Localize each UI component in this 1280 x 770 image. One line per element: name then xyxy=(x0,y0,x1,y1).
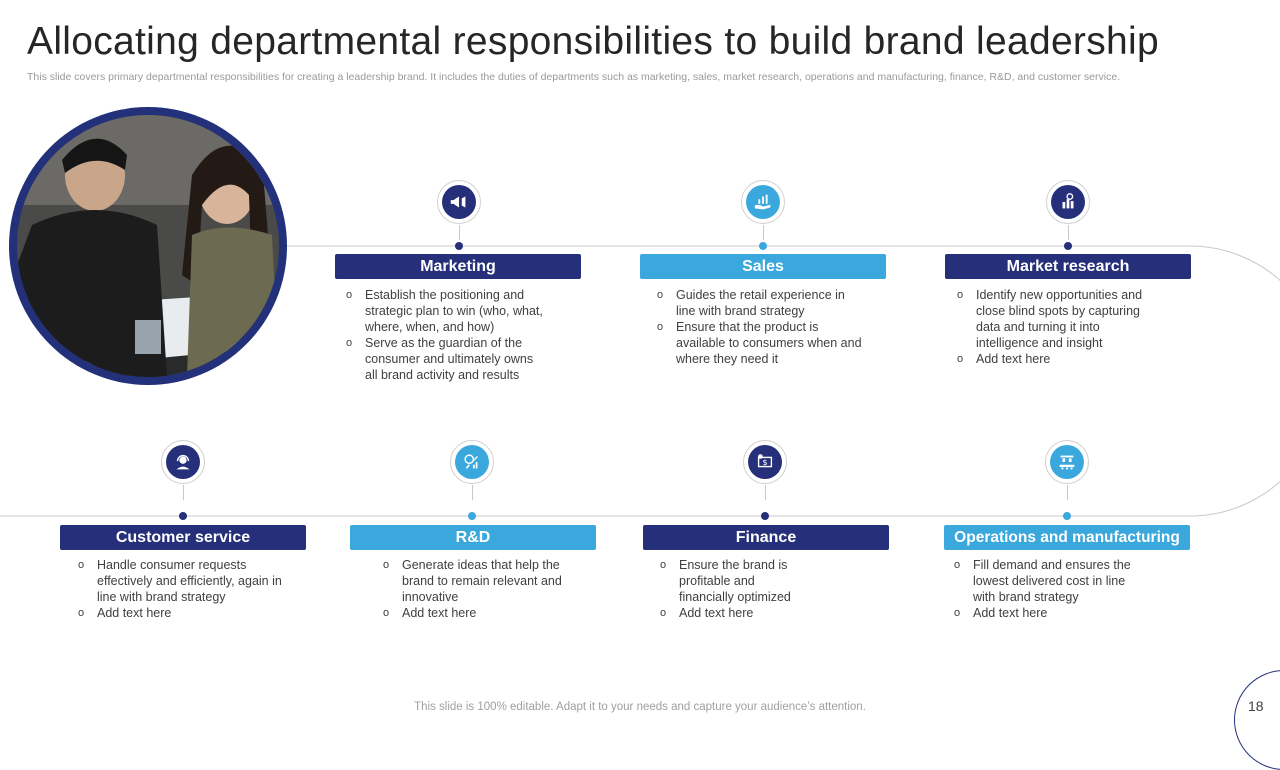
operations-bullets: Fill demand and ensures the lowest deliv… xyxy=(954,557,1149,621)
headset-agent-icon xyxy=(176,454,190,470)
bullet-item: Handle consumer requests effectively and… xyxy=(78,557,283,605)
customer-service-dot xyxy=(179,512,187,520)
marketing-icon-badge xyxy=(437,180,481,224)
bullet-item: Identify new opportunities and close bli… xyxy=(957,287,1162,351)
customer-service-header: Customer service xyxy=(60,525,306,550)
market-research-bullets: Identify new opportunities and close bli… xyxy=(957,287,1162,367)
bullet-item: Generate ideas that help the brand to re… xyxy=(383,557,573,605)
marketing-dot xyxy=(455,242,463,250)
operations-header: Operations and manufacturing xyxy=(944,525,1190,550)
bullet-item: Add text here xyxy=(954,605,1149,621)
footer-note: This slide is 100% editable. Adapt it to… xyxy=(414,701,866,713)
bullet-item: Ensure the brand is profitable and finan… xyxy=(660,557,810,605)
timeline-connector xyxy=(0,245,1280,517)
finance-bullets: Ensure the brand is profitable and finan… xyxy=(660,557,810,621)
finance-header: Finance xyxy=(643,525,889,550)
page-number: 18 xyxy=(1248,698,1264,714)
bullet-item: Serve as the guardian of the consumer an… xyxy=(346,335,546,383)
bullet-item: Add text here xyxy=(660,605,810,621)
svg-text:$: $ xyxy=(762,457,767,467)
bullet-item: Add text here xyxy=(957,351,1162,367)
rnd-header: R&D xyxy=(350,525,596,550)
slide-subtitle: This slide covers primary departmental r… xyxy=(27,71,1121,83)
operations-stem xyxy=(1067,485,1068,500)
customer-service-stem xyxy=(183,485,184,500)
sales-icon-badge xyxy=(741,180,785,224)
rnd-stem xyxy=(472,485,473,500)
bullet-item: Guides the retail experience in line wit… xyxy=(657,287,862,319)
factory-conveyor-icon xyxy=(1059,455,1075,470)
sales-growth-icon xyxy=(754,194,771,210)
sales-stem xyxy=(763,225,764,240)
operations-icon-badge xyxy=(1045,440,1089,484)
market-research-header: Market research xyxy=(945,254,1191,279)
bullet-item: Add text here xyxy=(383,605,573,621)
magnifier-growth-icon xyxy=(464,454,478,469)
market-research-icon-badge xyxy=(1046,180,1090,224)
bullet-item: Add text here xyxy=(78,605,283,621)
market-research-stem xyxy=(1068,225,1069,240)
sales-header: Sales xyxy=(640,254,886,279)
marketing-stem xyxy=(459,225,460,240)
bullet-item: Fill demand and ensures the lowest deliv… xyxy=(954,557,1149,605)
customer-service-icon-badge xyxy=(161,440,205,484)
finance-stem xyxy=(765,485,766,500)
finance-dollar-icon: $ xyxy=(757,454,773,468)
sales-bullets: Guides the retail experience in line wit… xyxy=(657,287,862,367)
research-chart-icon xyxy=(1062,193,1074,209)
megaphone-icon xyxy=(450,196,466,208)
customer-service-bullets: Handle consumer requests effectively and… xyxy=(78,557,283,621)
bullet-item: Establish the positioning and strategic … xyxy=(346,287,546,335)
finance-icon-badge: $ xyxy=(743,440,787,484)
marketing-bullets: Establish the positioning and strategic … xyxy=(346,287,546,383)
rnd-dot xyxy=(468,512,476,520)
finance-dot xyxy=(761,512,769,520)
operations-dot xyxy=(1063,512,1071,520)
sales-dot xyxy=(759,242,767,250)
bullet-item: Ensure that the product is available to … xyxy=(657,319,862,367)
rnd-bullets: Generate ideas that help the brand to re… xyxy=(383,557,573,621)
market-research-dot xyxy=(1064,242,1072,250)
marketing-header: Marketing xyxy=(335,254,581,279)
slide-title: Allocating departmental responsibilities… xyxy=(27,20,1159,63)
team-photo xyxy=(17,115,279,377)
rnd-icon-badge xyxy=(450,440,494,484)
